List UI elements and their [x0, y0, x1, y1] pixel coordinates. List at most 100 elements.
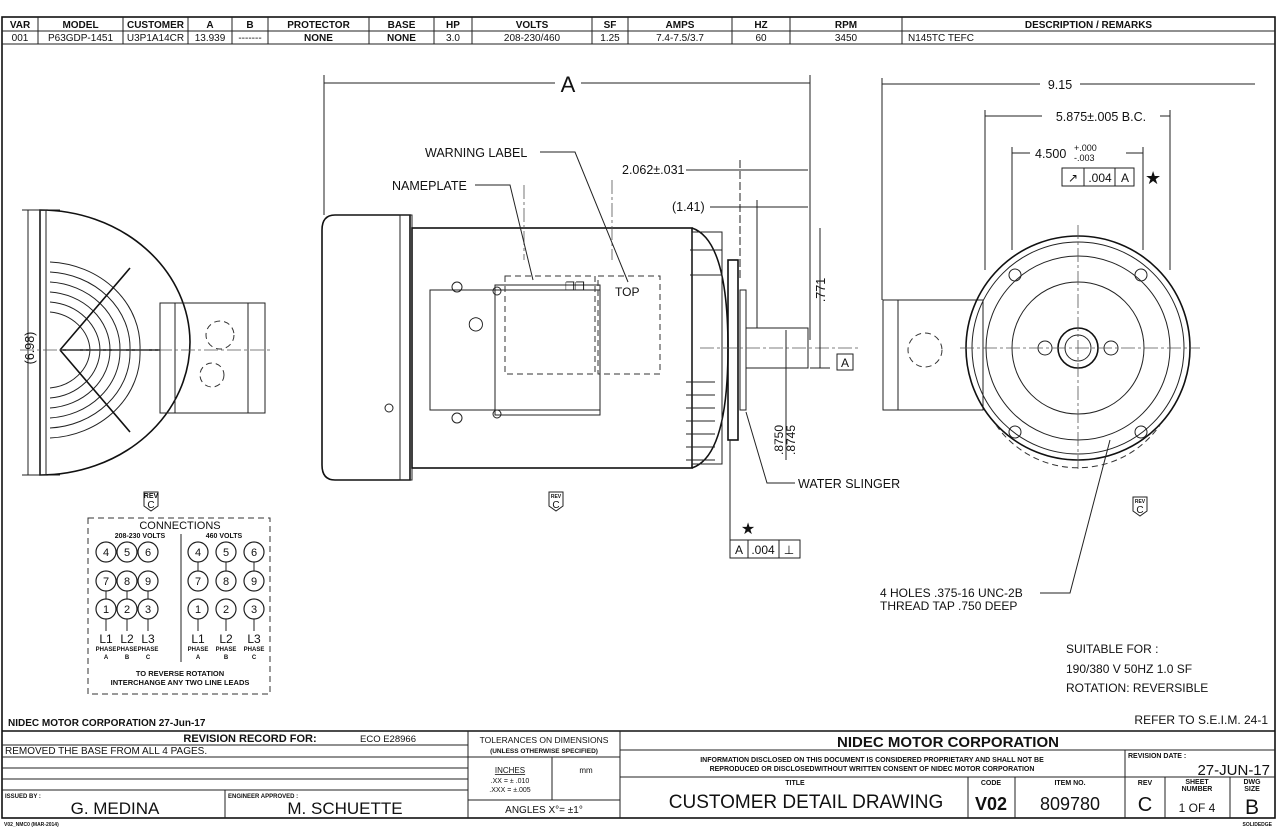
svg-text:❐❐: ❐❐ [565, 281, 585, 293]
header-cell-13: N145TC TEFC [908, 33, 974, 44]
dim-771: .771 [814, 278, 828, 302]
fan-guard-grille [49, 261, 160, 439]
line-lead-label: L3 [247, 632, 261, 646]
tol-minus: -.003 [1074, 153, 1095, 163]
tolerances-title: TOLERANCES ON DIMENSIONS [480, 735, 609, 745]
code-value: V02 [975, 794, 1007, 814]
disclaimer-line2: REPRODUCED OR DISCLOSEDWITHOUT WRITTEN C… [710, 766, 1035, 773]
footer-company-date: NIDEC MOTOR CORPORATION 27-Jun-17 [8, 718, 206, 729]
rev-label: REV [1138, 780, 1153, 787]
dim-2-062: 2.062±.031 [622, 163, 685, 177]
terminal-7 [95, 570, 117, 592]
nameplate-callout: NAMEPLATE [392, 179, 467, 193]
header-cell-9: 1.25 [600, 33, 620, 44]
header-col-7: HP [446, 20, 460, 31]
dim-1-41: (1.41) [672, 200, 705, 214]
svg-text:A: A [735, 543, 743, 557]
phase-letter: C [252, 655, 257, 661]
rev-value: C [1138, 794, 1152, 816]
svg-text:REV: REV [551, 494, 562, 500]
terminal-label: 4 [103, 547, 109, 559]
terminal-8 [215, 570, 237, 592]
header-col-0: VAR [10, 20, 31, 31]
terminal-label: 8 [223, 576, 229, 588]
terminal-2 [116, 598, 138, 620]
low-volts-label: 208-230 VOLTS [115, 533, 166, 540]
terminal-6 [137, 541, 159, 563]
terminal-3 [243, 598, 265, 620]
side-view: A ◯ TOP ❐❐ WAR [321, 72, 900, 559]
terminal-7 [187, 570, 209, 592]
phase-label: PHASE [216, 647, 237, 653]
mm-label: mm [579, 766, 593, 775]
rear-view: (6.98) REV C [20, 209, 270, 512]
header-col-2: CUSTOMER [127, 20, 185, 31]
svg-text:A: A [841, 356, 849, 370]
dim-shaft-min: .8745 [784, 425, 798, 455]
warning-label-outline [597, 275, 661, 375]
terminal-label: 2 [223, 604, 229, 616]
svg-text:C: C [147, 500, 154, 511]
holes-note-line1: 4 HOLES .375-16 UNC-2B [880, 586, 1023, 600]
reverse-note-line2: INTERCHANGE ANY TWO LINE LEADS [111, 678, 250, 687]
header-col-9: SF [604, 20, 617, 31]
angles-tolerance: ANGLES X°= ±1° [505, 805, 583, 816]
phase-letter: B [224, 655, 229, 661]
cad-label: SOLIDEDGE [1243, 822, 1273, 828]
terminal-label: 1 [103, 604, 109, 616]
terminal-9 [243, 570, 265, 592]
tol-xx: .XX = ± .010 [491, 778, 530, 785]
suitable-line1: 190/380 V 50HZ 1.0 SF [1066, 662, 1192, 676]
terminal-label: 9 [145, 576, 151, 588]
phase-label: PHASE [138, 647, 159, 653]
terminal-6 [243, 541, 265, 563]
header-col-11: HZ [754, 20, 767, 31]
terminal-label: 5 [223, 547, 229, 559]
header-cell-4: ------- [238, 33, 261, 44]
svg-text:C: C [1136, 505, 1143, 516]
header-cell-0: 001 [12, 33, 29, 44]
terminal-label: 6 [251, 547, 257, 559]
runout-fcf: ↗ .004 A [1061, 167, 1135, 187]
tolerances-sub: (UNLESS OTHERWISE SPECIFIED) [490, 748, 598, 755]
dim-6-98: (6.98) [23, 332, 37, 365]
header-cell-10: 7.4-7.5/3.7 [656, 33, 704, 44]
rev-c-flag-side: REV C [548, 491, 564, 512]
datum-a [836, 353, 854, 371]
terminal-label: 4 [195, 547, 201, 559]
header-cell-3: 13.939 [195, 33, 226, 44]
sheet-label: SHEET [1185, 779, 1209, 786]
phase-label: PHASE [244, 647, 265, 653]
terminal-label: 9 [251, 576, 257, 588]
line-lead-label: L2 [120, 632, 134, 646]
header-cell-1: P63GDP-1451 [48, 33, 113, 44]
terminal-4 [187, 541, 209, 563]
dim-pilot-4-500: 4.500 [1035, 147, 1066, 161]
sheet-label-2: NUMBER [1182, 786, 1213, 793]
phase-letter: A [104, 655, 109, 661]
svg-text:.004: .004 [751, 543, 775, 557]
disclaimer-line1: INFORMATION DISCLOSED ON THIS DOCUMENT I… [700, 757, 1044, 764]
terminal-5 [215, 541, 237, 563]
plug-icon: ◯ [468, 315, 484, 332]
header-cell-12: 3450 [835, 33, 858, 44]
form-code: V02_NMC0 (MAR-2014) [4, 822, 59, 828]
revision-date: 27-JUN-17 [1197, 762, 1270, 779]
terminal-5 [116, 541, 138, 563]
terminal-label: 7 [103, 576, 109, 588]
water-slinger-callout: WATER SLINGER [798, 477, 900, 491]
header-col-8: VOLTS [516, 20, 549, 31]
terminal-1 [187, 598, 209, 620]
line-lead-label: L1 [99, 632, 113, 646]
terminal-4 [95, 541, 117, 563]
terminal-label: 8 [124, 576, 130, 588]
engineer-label: ENGINEER APPROVED : [228, 794, 298, 800]
header-col-13: DESCRIPTION / REMARKS [1025, 20, 1153, 31]
terminal-9 [137, 570, 159, 592]
issued-by-label: ISSUED BY : [5, 794, 41, 800]
top-label: TOP [615, 285, 639, 299]
header-cell-5: NONE [304, 33, 333, 44]
header-col-3: A [206, 20, 213, 31]
star-icon: ★ [1145, 168, 1161, 188]
terminal-label: 3 [251, 604, 257, 616]
